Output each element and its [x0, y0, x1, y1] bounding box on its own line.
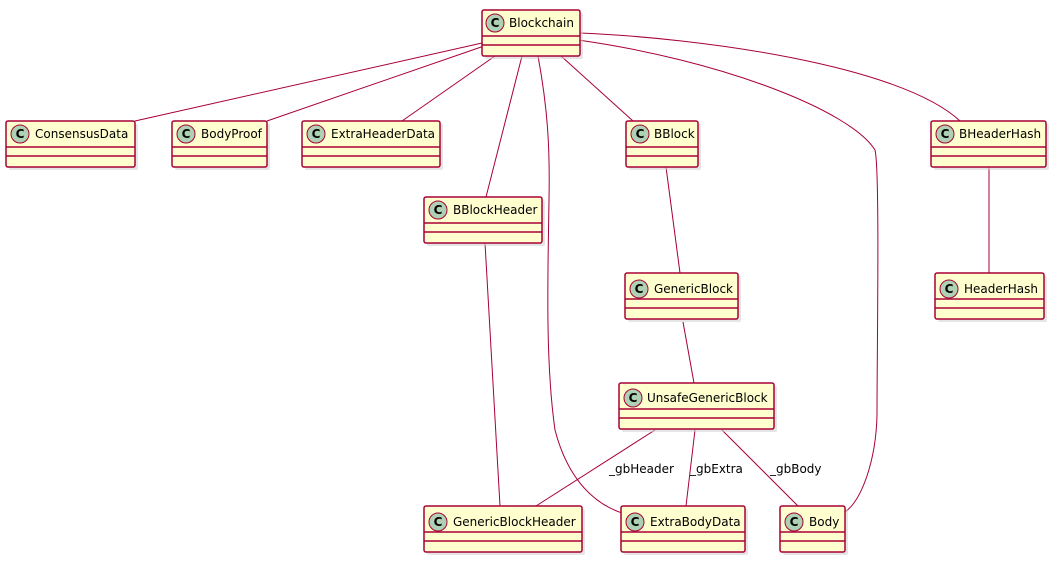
edge-label-gbbody: _gbBody: [769, 462, 822, 476]
edge-blockchain-extrabodydata: [537, 55, 626, 515]
class-stereotype-letter: C: [635, 282, 644, 296]
class-stereotype-letter: C: [491, 16, 500, 30]
class-stereotype-letter: C: [631, 515, 640, 529]
edges: [134, 32, 990, 515]
class-stereotype-icon: [623, 388, 643, 408]
class-stereotype-icon: [10, 124, 30, 144]
class-stereotype-icon: [428, 512, 448, 532]
edge-blockchain-bheaderhash: [579, 32, 961, 122]
class-name: BBlockHeader: [453, 203, 537, 217]
class-stereotype-icon: [485, 13, 505, 33]
class-extraheaderdata[interactable]: C ExtraHeaderData: [301, 120, 443, 170]
class-stereotype-letter: C: [434, 515, 443, 529]
edge-unsafe-body: [721, 429, 799, 507]
class-stereotype-icon: [935, 124, 955, 144]
class-name: BodyProof: [201, 127, 263, 141]
class-stereotype-letter: C: [941, 127, 950, 141]
class-name: BBlock: [654, 127, 695, 141]
class-genericblock[interactable]: C GenericBlock: [624, 272, 741, 322]
class-name: UnsafeGenericBlock: [647, 391, 768, 405]
class-bheaderhash[interactable]: C BHeaderHash: [930, 120, 1049, 170]
class-stereotype-icon: [629, 279, 649, 299]
class-body[interactable]: C Body: [779, 505, 848, 555]
class-stereotype-icon: [306, 124, 326, 144]
class-genericblockheader[interactable]: C GenericBlockHeader: [423, 505, 585, 555]
class-blockchain[interactable]: C Blockchain: [481, 9, 583, 59]
class-stereotype-letter: C: [790, 515, 799, 529]
edge-labels: _gbHeader _gbExtra _gbBody: [608, 462, 822, 476]
edge-blockchain-extraheaderdata: [401, 55, 496, 122]
edge-blockchain-bblock: [560, 55, 634, 122]
edge-genericblock-unsafegenericblock: [682, 321, 695, 384]
class-name: Body: [809, 515, 839, 529]
edge-bblock-genericblock: [665, 166, 681, 274]
class-name: HeaderHash: [964, 282, 1038, 296]
class-stereotype-icon: [428, 200, 448, 220]
class-stereotype-letter: C: [434, 203, 443, 217]
class-name: ExtraBodyData: [650, 515, 741, 529]
edge-unsafe-extrabodydata: [685, 429, 696, 507]
class-stereotype-icon: [630, 124, 650, 144]
class-bblock[interactable]: C BBlock: [625, 120, 701, 170]
class-stereotype-letter: C: [636, 127, 645, 141]
class-name: ExtraHeaderData: [331, 127, 435, 141]
class-stereotype-letter: C: [629, 391, 638, 405]
edge-label-gbheader: _gbHeader: [608, 462, 674, 476]
class-stereotype-icon: [176, 124, 196, 144]
class-stereotype-letter: C: [16, 127, 25, 141]
edge-blockchain-bodyproof: [266, 44, 488, 122]
class-name: GenericBlockHeader: [453, 515, 576, 529]
class-bblockheader[interactable]: C BBlockHeader: [423, 196, 545, 246]
class-bodyproof[interactable]: C BodyProof: [171, 120, 270, 170]
class-unsafegenericblock[interactable]: C UnsafeGenericBlock: [618, 382, 777, 432]
edge-unsafe-genericblockheader: [535, 429, 656, 507]
edge-label-gbextra: _gbExtra: [689, 462, 743, 476]
class-stereotype-letter: C: [312, 127, 321, 141]
class-stereotype-letter: C: [182, 127, 191, 141]
class-stereotype-icon: [939, 279, 959, 299]
class-extrabodydata[interactable]: C ExtraBodyData: [620, 505, 748, 555]
class-name: Blockchain: [509, 16, 574, 30]
class-headerhash[interactable]: C HeaderHash: [934, 272, 1047, 322]
class-name: ConsensusData: [35, 127, 128, 141]
class-stereotype-letter: C: [945, 282, 954, 296]
edge-bblockheader-genericblockheader: [484, 242, 501, 507]
edge-blockchain-consensusdata: [134, 42, 483, 122]
edge-blockchain-body: [577, 39, 879, 513]
class-stereotype-icon: [784, 512, 804, 532]
class-stereotype-icon: [625, 512, 645, 532]
class-name: GenericBlock: [654, 282, 733, 296]
class-consensusdata[interactable]: C ConsensusData: [5, 120, 138, 170]
class-name: BHeaderHash: [959, 127, 1041, 141]
edge-blockchain-bblockheader: [485, 55, 523, 198]
